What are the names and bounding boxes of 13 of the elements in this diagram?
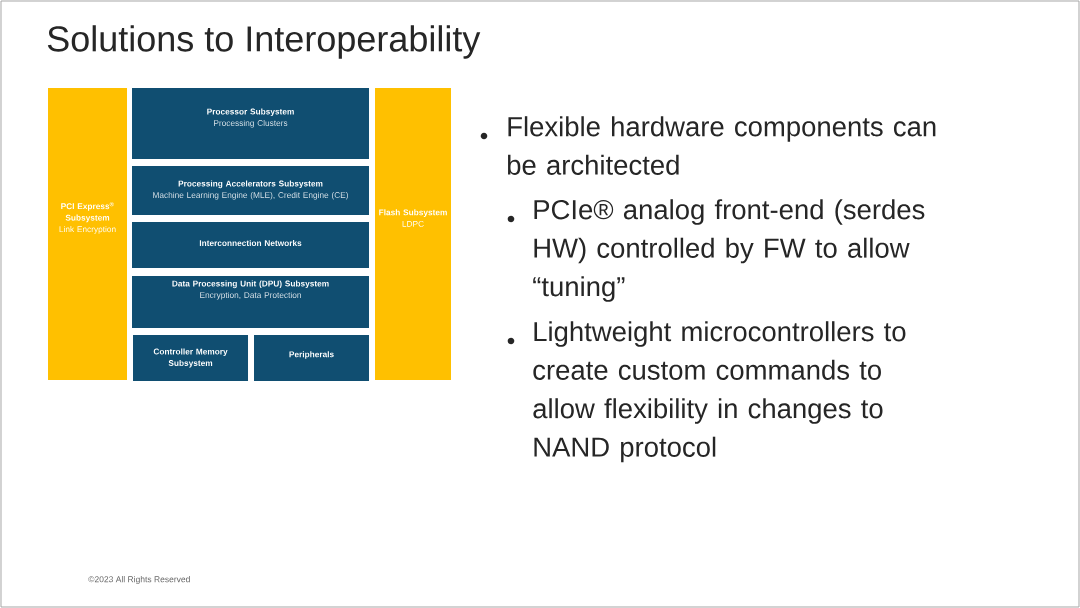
bullet-text: Flexible hardware components can be architected bbox=[508, 116, 936, 175]
subsystem-box: Data Processing Unit (DPU) Subsystem Encryption, Data Protection bbox=[132, 276, 369, 328]
subsystem-box: Controller Memory Subsystem bbox=[133, 335, 248, 381]
footer-text: ©2023 All Rights Reserved bbox=[88, 576, 190, 584]
subsystem-bar: Flash Subsystem LDPC bbox=[375, 88, 451, 380]
bullet-text: Lightweight microcontrollers to create custom commands to allow flexibility in changes to NAND protocol bbox=[533, 321, 906, 463]
subsystem-box: Processor Subsystem Processing Clusters bbox=[132, 88, 369, 159]
subsystem-box: Processing Accelerators Subsystem Machine Learning Engine (MLE), Credit Engine (CE) bbox=[132, 166, 369, 215]
subsystem-bar: PCI Express$^{®}$ Subsystem Link Encryption bbox=[48, 88, 127, 380]
bullet-text: PCIe® analog front-end (serdes HW) controlled by FW to allow “tuning” bbox=[533, 199, 925, 302]
subsystem-box: Interconnection Networks bbox=[132, 222, 369, 268]
subsystem-box: Peripherals bbox=[254, 335, 369, 381]
slide-title: Solutions to Interoperability bbox=[47, 25, 481, 59]
